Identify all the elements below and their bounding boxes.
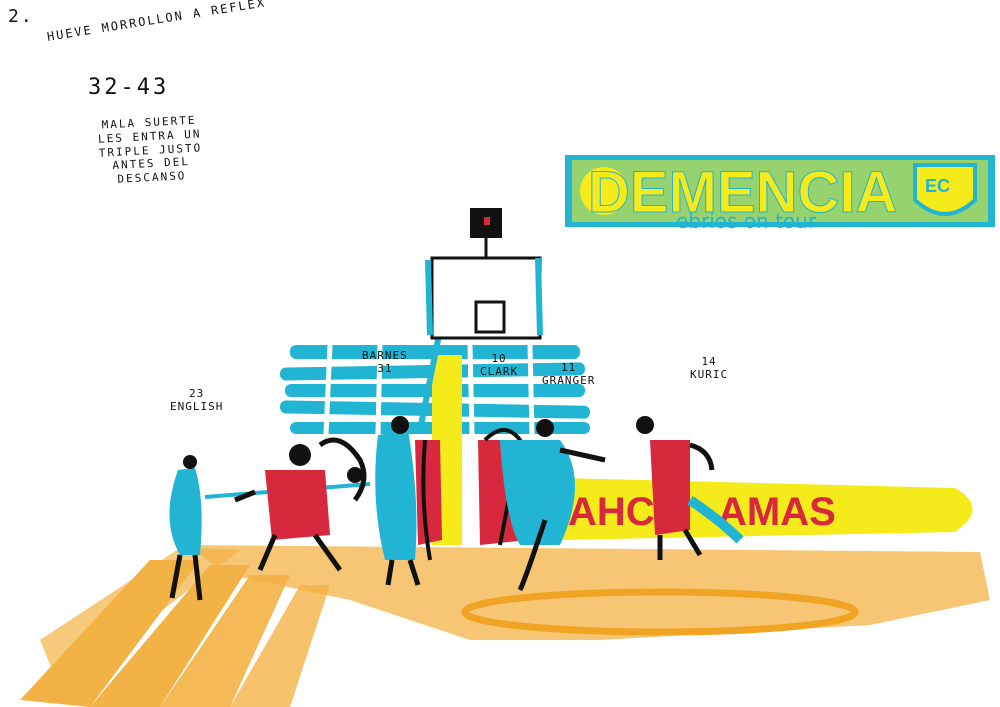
ahc-banner: AHC AMAS xyxy=(560,478,973,540)
scoreboard-cube xyxy=(470,208,502,258)
player-label-clark: 10Clark xyxy=(480,352,519,378)
demencia-tagline: ebrios on tour xyxy=(676,209,817,233)
sketch-number: 2. xyxy=(8,6,34,27)
player-label-english: 23English xyxy=(170,387,224,413)
player-barnes-figure xyxy=(234,437,367,572)
svg-text:EC: EC xyxy=(925,176,950,196)
player-label-barnes: Barnes31 xyxy=(362,349,408,375)
demencia-banner: DEMENCIA ebrios on tour EC xyxy=(565,155,995,233)
demencia-word: DEMENCIA xyxy=(588,160,897,225)
player-red-center-figure xyxy=(415,439,442,561)
ball-icon xyxy=(347,467,363,483)
player-label-kuric: 14Kuric xyxy=(690,355,729,381)
center-circle xyxy=(461,588,859,636)
player-center-cyan-figure xyxy=(375,416,421,586)
backboard xyxy=(425,256,543,340)
score-note: 32-43 xyxy=(88,75,170,100)
player-kuric-figure xyxy=(636,416,744,560)
amas-word: AMAS xyxy=(718,490,836,534)
player-granger-figure xyxy=(500,419,606,592)
stands-gaps xyxy=(323,344,535,435)
player-label-granger: 11Granger xyxy=(542,361,596,387)
crest-icon: EC xyxy=(913,163,977,216)
ahc-word: AHC xyxy=(568,490,655,534)
